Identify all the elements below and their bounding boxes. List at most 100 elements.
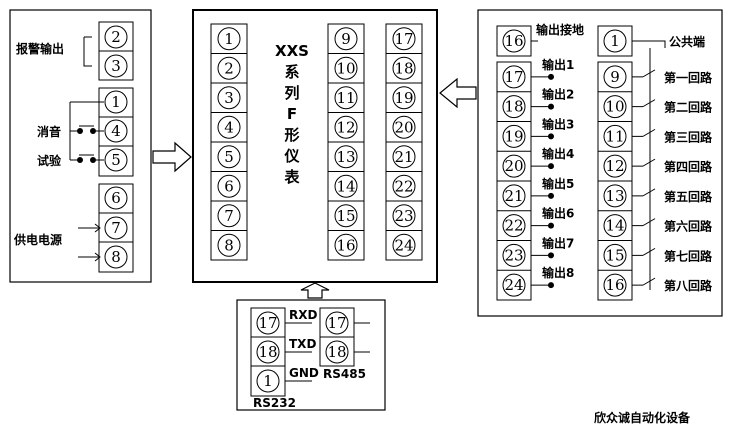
output-label: 输出1 (542, 57, 574, 72)
switch-contact-icon (642, 69, 656, 78)
output-dot-icon (548, 163, 554, 170)
mute-label: 消音 (37, 124, 61, 139)
output-dot-icon (548, 282, 554, 289)
terminal-number: 10 (336, 59, 355, 77)
left-panel: 2 3 报警输出 1 4 5 消音 试验 6 (9, 9, 152, 283)
loop-label: 第四回路 (664, 159, 713, 174)
output-ground-label: 输出接地 (536, 22, 584, 37)
instrument-title: XXS (275, 42, 309, 60)
terminal-number: 24 (394, 236, 413, 254)
right-panel: 16 输出接地 1 公共端 17输出118输出219输出320输出421输出52… (477, 9, 723, 317)
terminal-number: 14 (605, 217, 624, 235)
terminal-number: 18 (504, 98, 523, 116)
terminal-number: 17 (258, 314, 277, 332)
loop-label: 第六回路 (664, 219, 713, 234)
terminal-number: 15 (336, 207, 355, 225)
loop-label: 第五回路 (664, 189, 713, 204)
terminal-number: 3 (224, 89, 234, 107)
terminal-number: 20 (394, 118, 413, 136)
terminal-circle (392, 233, 416, 257)
output-dot-icon (548, 133, 554, 140)
loop-label: 第一回路 (664, 70, 713, 85)
switch-contact-icon (642, 99, 656, 108)
output-dot-icon (548, 222, 554, 229)
switch-contact-icon (642, 247, 656, 256)
terminal-number: 24 (504, 276, 523, 294)
terminal-number: 23 (394, 207, 413, 225)
gnd-label: GND (289, 366, 319, 380)
terminal-number: 5 (224, 148, 234, 166)
terminal-number: 19 (394, 89, 413, 107)
right-panel-frame (477, 9, 723, 317)
terminal-number: 4 (224, 118, 234, 136)
terminal-number: 11 (605, 127, 624, 145)
terminal-number: 19 (504, 127, 523, 145)
terminal-number: 9 (341, 30, 351, 48)
switch-contact-icon (642, 188, 656, 197)
terminal-circle (392, 204, 416, 228)
output-dot-icon (548, 192, 554, 199)
loop-label: 第七回路 (664, 248, 713, 263)
hollow-arrow-right-icon (152, 141, 192, 173)
terminal-circle (392, 86, 416, 110)
terminal-number: 22 (504, 217, 523, 235)
terminal-number: 21 (394, 148, 413, 166)
terminal-circle (217, 145, 241, 169)
terminal-number: 15 (605, 246, 624, 264)
terminal-circle (217, 174, 241, 198)
terminal-number: 5 (111, 151, 121, 169)
title-char: 列 (284, 84, 299, 102)
output-dot-icon (548, 252, 554, 259)
output-label: 输出3 (542, 116, 574, 131)
loop-label: 第二回路 (664, 100, 713, 115)
loop-label: 第三回路 (664, 129, 713, 144)
terminal-circle (217, 115, 241, 139)
title-char: 仪 (283, 147, 300, 165)
terminal-number: 2 (224, 59, 234, 77)
terminal-circle (334, 233, 358, 257)
switch-contact-icon (642, 158, 656, 167)
terminal-circle (334, 27, 358, 51)
rs232-label: RS232 (253, 396, 296, 410)
terminal-circle (392, 145, 416, 169)
terminal-number: 16 (504, 32, 523, 50)
output-label: 输出5 (542, 176, 574, 191)
terminal-number: 21 (504, 187, 523, 205)
terminal-circle (217, 56, 241, 80)
terminal-number: 12 (336, 118, 355, 136)
terminal-number: 14 (336, 177, 355, 195)
output-dot-icon (548, 73, 554, 80)
test-switch-icon (77, 154, 96, 163)
terminal-number: 8 (111, 248, 121, 266)
terminal-number: 16 (336, 236, 355, 254)
terminal-number: 7 (224, 207, 234, 225)
terminal-number: 17 (394, 30, 413, 48)
title-char: 系 (284, 63, 299, 81)
terminal-circle (334, 145, 358, 169)
terminal-number: 11 (336, 89, 355, 107)
terminal-circle (217, 27, 241, 51)
arrow-right-icon (78, 252, 101, 262)
terminal-circle (334, 115, 358, 139)
terminal-circle (392, 174, 416, 198)
terminal-number: 2 (111, 28, 121, 46)
terminal-number: 16 (605, 276, 624, 294)
terminal-number: 6 (111, 189, 121, 207)
txd-label: TXD (289, 337, 316, 351)
terminal-circle (217, 204, 241, 228)
terminal-number: 20 (504, 157, 523, 175)
terminal-number: 1 (224, 30, 234, 48)
output-dot-icon (548, 103, 554, 110)
terminal-number: 12 (605, 157, 624, 175)
left-panel-frame (9, 9, 152, 283)
terminal-number: 17 (327, 314, 346, 332)
terminal-number: 22 (394, 177, 413, 195)
arrow-right-icon (78, 223, 101, 233)
terminal-circle (334, 204, 358, 228)
test-label: 试验 (37, 153, 62, 168)
terminal-circle (104, 25, 128, 49)
title-char: 表 (284, 168, 300, 186)
terminal-number: 6 (224, 177, 234, 195)
terminal-number: 13 (605, 187, 624, 205)
